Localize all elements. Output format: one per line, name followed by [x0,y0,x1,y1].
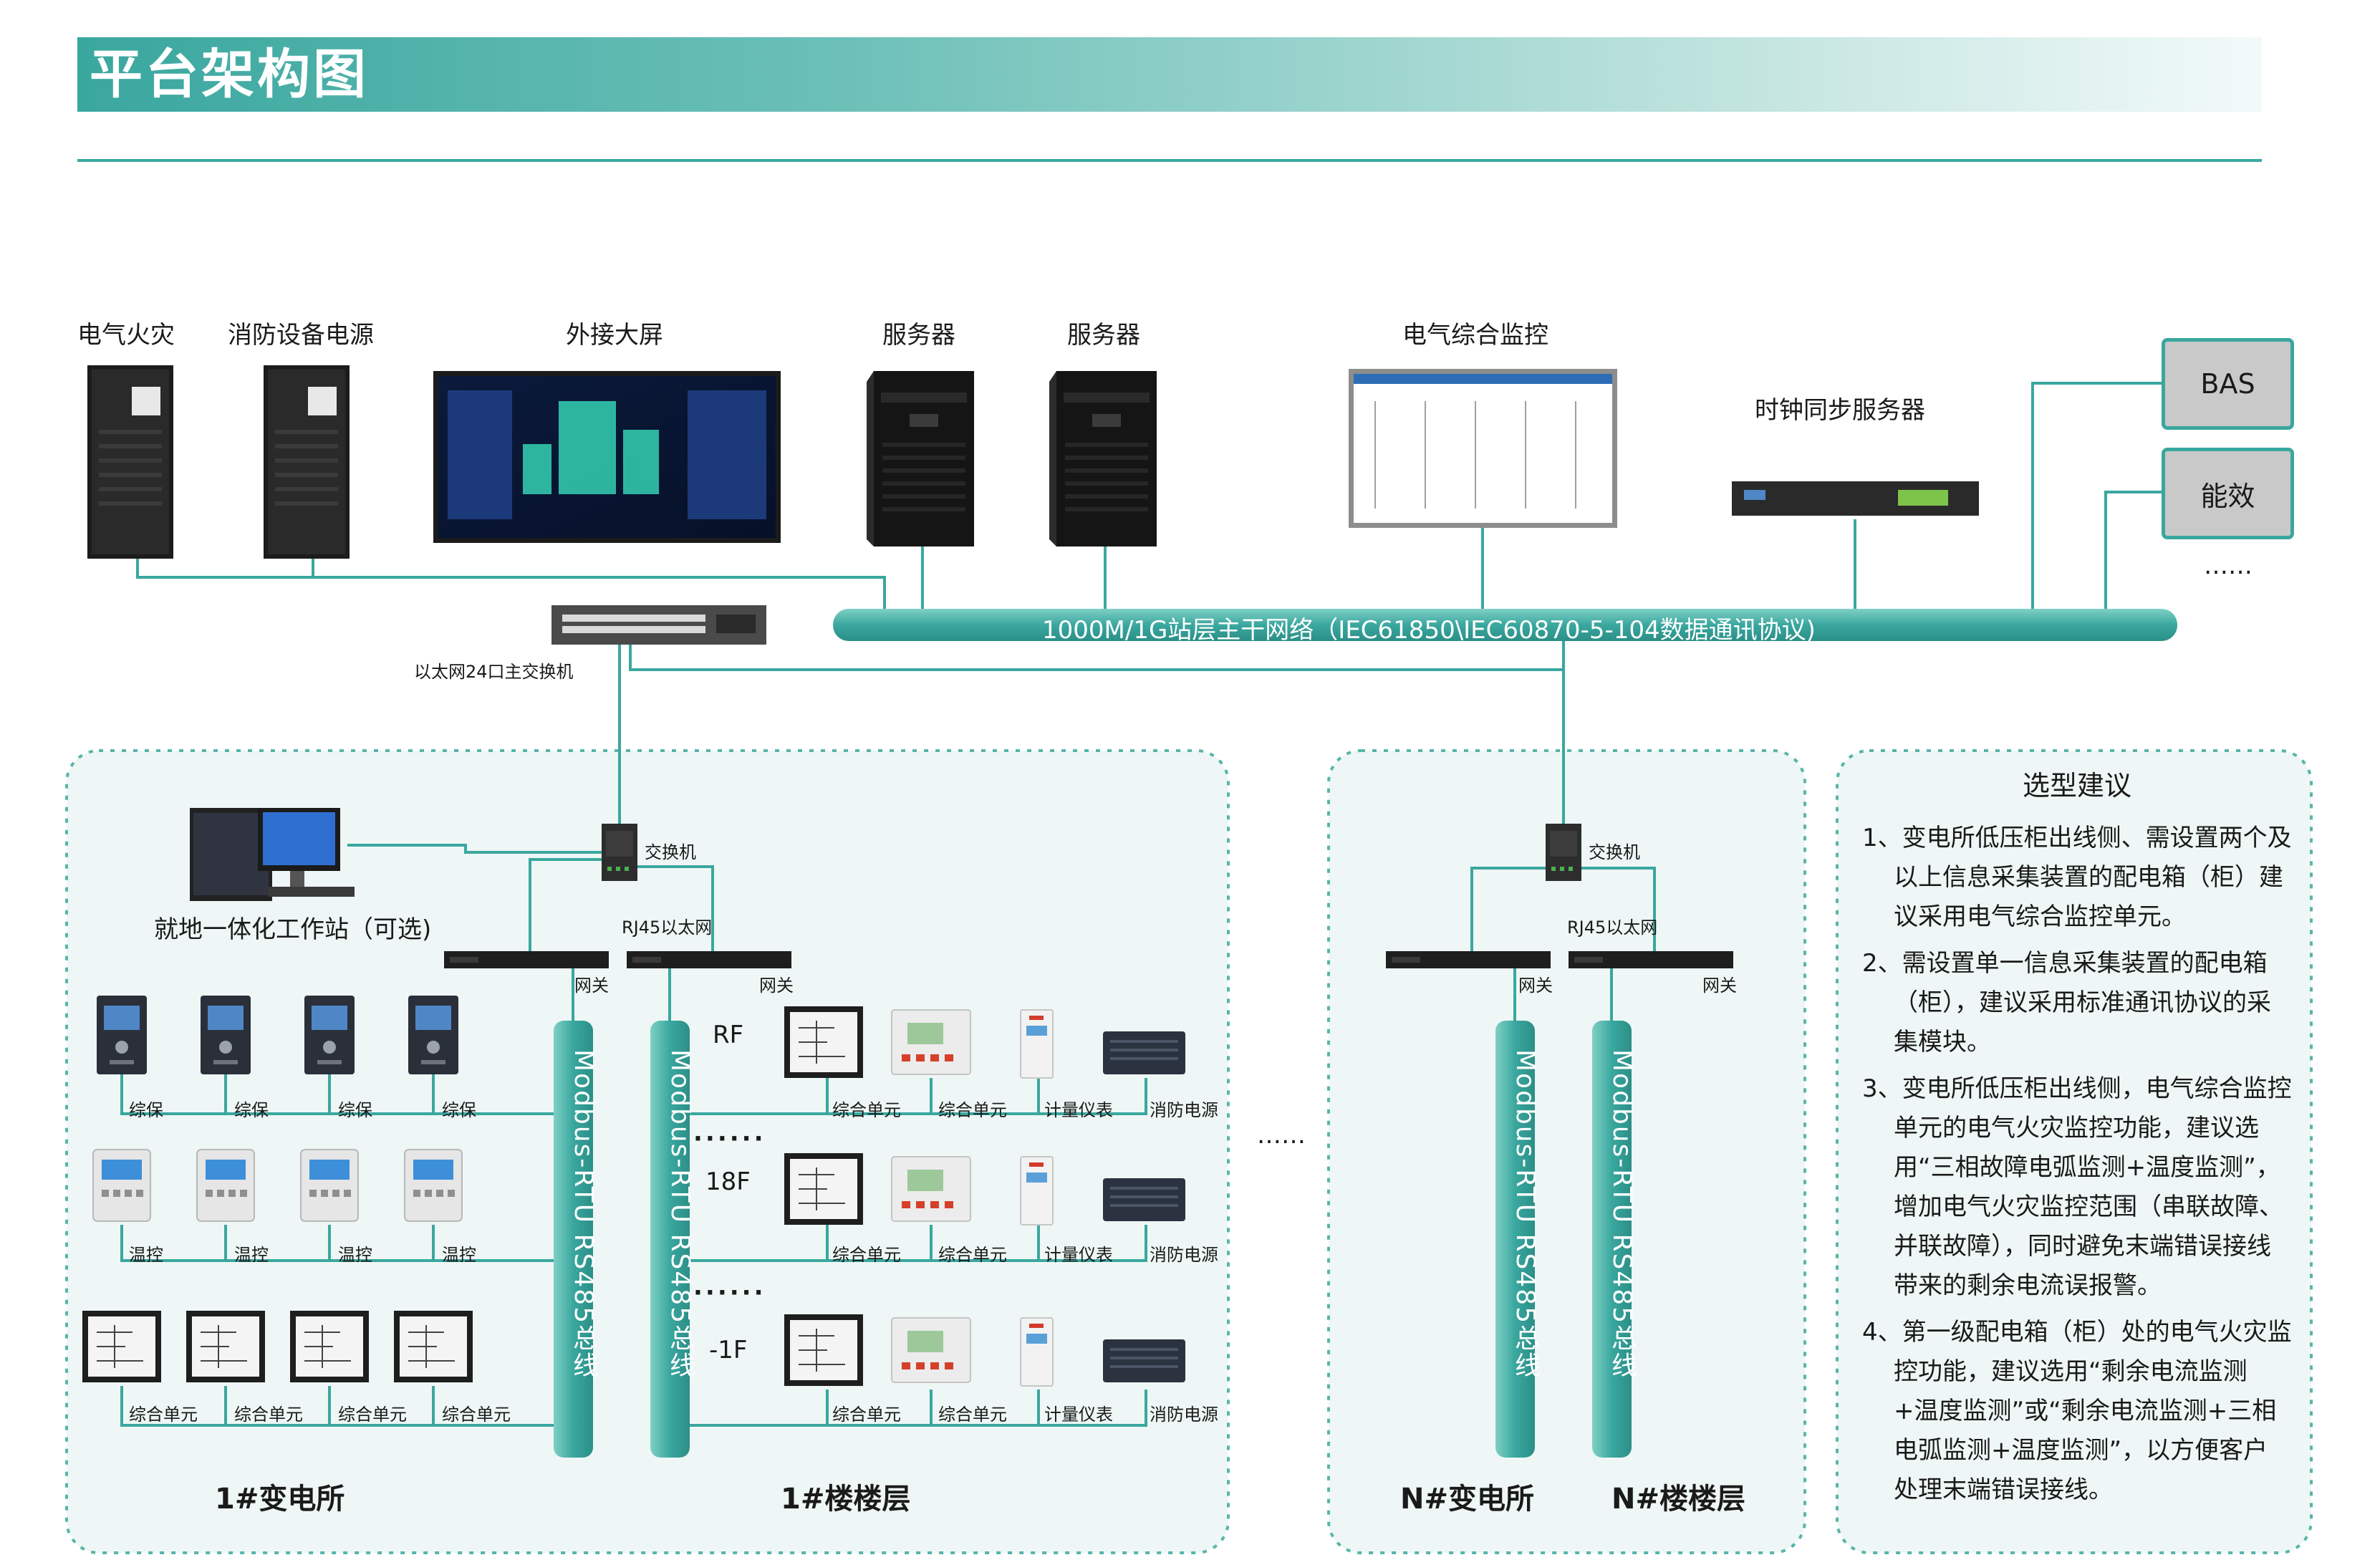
advice-item-3: 3、变电所低压柜出线侧，电气综合监控单元的电气火灾监控功能，建议选用“三相故障电… [1862,1074,2292,1300]
gn-bus-1 [1495,1021,1535,1458]
backbone-label: 1000M/1G站层主干网络（IEC61850\IEC60870-5-104数据… [1042,616,1816,645]
label-server-1: 服务器 [882,321,955,350]
rf-label-4: 消防电源 [1150,1100,1218,1120]
b1-label-4: 消防电源 [1150,1405,1218,1425]
g1-rj45-label: RJ45以太网 [622,918,713,938]
advice-item-2: 2、需设置单一信息采集装置的配电箱（柜），建议采用标准通讯协议的采集模块。 [1862,949,2271,1056]
label-fire-power: 消防设备电源 [228,321,374,350]
gn-gateway-2-label: 网关 [1702,976,1737,996]
f18-label-4: 消防电源 [1150,1245,1218,1265]
rf-label-1: 综合单元 [832,1100,901,1120]
rf-label-3: 计量仪表 [1044,1100,1113,1120]
title-bar [77,37,2262,112]
caption-floor-n: N#楼楼层 [1611,1483,1745,1516]
b1-label-2: 综合单元 [938,1405,1007,1425]
row3-label-1: 综合单元 [129,1405,198,1425]
label-server-2: 服务器 [1067,321,1140,350]
workstation-label: 就地一体化工作站（可选) [154,915,432,944]
gn-gateway-1-label: 网关 [1518,976,1553,996]
rf-label-2: 综合单元 [938,1100,1007,1120]
title-rule [77,159,2262,162]
label-clock-server: 时钟同步服务器 [1755,396,1925,425]
advice-item-1: 1、变电所低压柜出线侧、需设置两个及以上信息采集装置的配电箱（柜）建议采用电气综… [1862,824,2292,931]
gn-bus-2-label: Modbus-RTU RS485总线 [1607,1049,1637,1379]
main-switch-label: 以太网24口主交换机 [414,662,574,682]
floor-rf: RF [713,1021,744,1049]
f18-label-2: 综合单元 [938,1245,1007,1265]
caption-substation-1: 1#变电所 [215,1483,345,1516]
more-ellipsis: …… [2204,552,2253,580]
advice-title: 选型建议 [2022,770,2131,801]
g1-gateway-1-label: 网关 [574,976,609,996]
caption-substation-n: N#变电所 [1400,1483,1534,1516]
row1-label-1: 综保 [129,1100,163,1120]
gn-switch-label: 交换机 [1589,842,1640,862]
g1-bus-2 [650,1021,690,1458]
gn-bus-2 [1592,1021,1632,1458]
label-electric-fire: 电气火灾 [77,321,175,350]
gn-rj45-label: RJ45以太网 [1567,918,1658,938]
bas-box: BAS [2162,338,2294,430]
row3-label-3: 综合单元 [338,1405,407,1425]
floor-minus-1f: -1F [709,1336,748,1364]
floor-18f: 18F [705,1167,751,1196]
g1-switch-label: 交换机 [645,842,696,862]
b1-label-1: 综合单元 [832,1405,901,1425]
page-title: 平台架构图 [90,44,369,105]
g1-bus-2-label: Modbus-RTU RS485总线 [665,1049,695,1379]
middle-ellipsis: …… [1257,1121,1306,1150]
advice-item-4: 4、第一级配电箱（柜）处的电气火灾监控功能，建议选用“剩余电流监测+温度监测”或… [1862,1318,2292,1504]
floor-dots-1: ······ [693,1125,766,1153]
label-big-screen: 外接大屏 [566,321,663,350]
backbone-bus [833,609,2177,641]
row1-label-4: 综保 [442,1100,476,1120]
row1-label-3: 综保 [338,1100,372,1120]
gn-bus-1-label: Modbus-RTU RS485总线 [1511,1049,1540,1379]
g1-gateway-2-label: 网关 [759,976,794,996]
row1-label-2: 综保 [234,1100,269,1120]
row3-label-4: 综合单元 [442,1405,511,1425]
g1-bus-1 [554,1021,593,1458]
caption-floor-1: 1#楼楼层 [781,1483,911,1516]
g1-bus-1-label: Modbus-RTU RS485总线 [569,1049,598,1379]
row2-label-2: 温控 [234,1245,269,1265]
row3-label-2: 综合单元 [234,1405,303,1425]
energy-box: 能效 [2162,448,2294,539]
f18-label-3: 计量仪表 [1044,1245,1113,1265]
row2-label-3: 温控 [338,1245,372,1265]
advice-panel: 选型建议 1、变电所低压柜出线侧、需设置两个及以上信息采集装置的配电箱（柜）建议… [1862,766,2292,1517]
b1-label-3: 计量仪表 [1044,1405,1113,1425]
label-monitor: 电气综合监控 [1402,321,1548,350]
panel-advice [1836,749,2313,1554]
row2-label-1: 温控 [129,1245,163,1265]
floor-dots-2: ······ [693,1279,766,1307]
f18-label-1: 综合单元 [832,1245,901,1265]
row2-label-4: 温控 [442,1245,476,1265]
